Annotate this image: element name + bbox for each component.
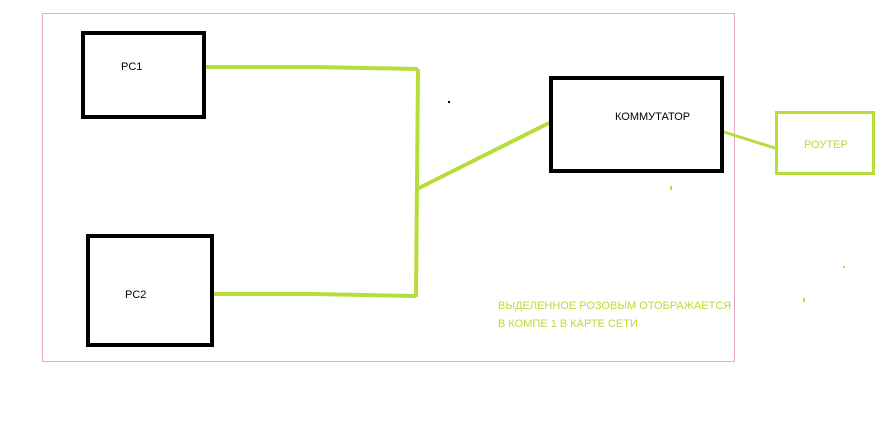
wire-bus-to-switch [416, 119, 554, 191]
wire-pc1-bridge [312, 65, 419, 71]
wire-pc2-bridge [312, 292, 417, 298]
router-label: РОУТЕР [804, 139, 848, 151]
local-network-frame [42, 13, 735, 362]
pc2-label: PC2 [125, 289, 147, 301]
stray-dot [448, 101, 450, 103]
pc1-box [81, 31, 206, 119]
router-box [775, 111, 875, 175]
wire-bus-vertical [414, 68, 420, 298]
switch-label: КОММУТАТОР [615, 111, 691, 123]
annotation-note: ВЫДЕЛЕННОЕ РОЗОВЫМ ОТОБРАЖАЕТСЯ В КОМПЕ … [498, 300, 732, 330]
switch-box [549, 76, 724, 173]
stray-dot [670, 186, 672, 190]
pc2-box [86, 234, 214, 347]
stray-dot [843, 266, 845, 268]
wire-switch-to-router [723, 130, 779, 151]
pc1-label: PC1 [121, 61, 143, 73]
stray-dot [803, 298, 805, 302]
